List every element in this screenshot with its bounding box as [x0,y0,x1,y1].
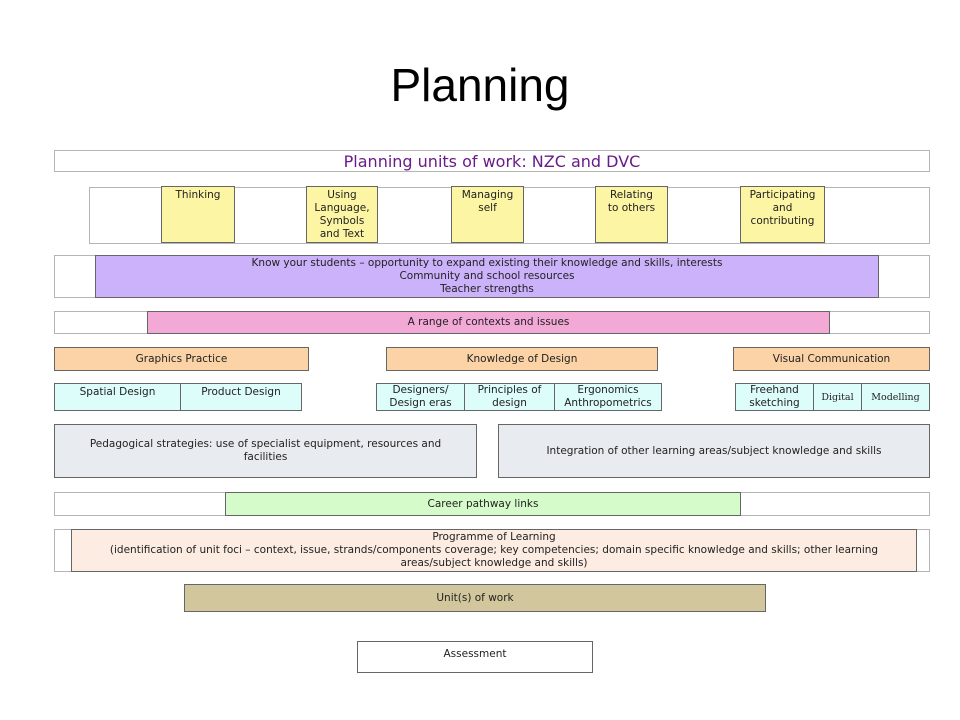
diagram-header: Planning units of work: NZC and DVC [343,151,641,171]
sub-ergonomics: Ergonomics Anthropometrics [554,383,662,411]
competency-managing-self: Managing self [451,186,524,243]
diagram-header-frame: Planning units of work: NZC and DVC [54,150,930,172]
strand-knowledge-of-design: Knowledge of Design [386,347,658,371]
sub-principles-of-design: Principles of design [464,383,555,411]
competency-participating: Participating and contributing [740,186,825,243]
integration-box: Integration of other learning areas/subj… [498,424,930,478]
contexts-box: A range of contexts and issues [147,311,830,334]
slide-title: Planning [390,59,570,111]
sub-product-design: Product Design [180,383,302,411]
sub-designers-eras: Designers/ Design eras [376,383,465,411]
competency-language: Using Language, Symbols and Text [306,186,378,243]
sub-digital: Digital [813,383,862,411]
programme-of-learning-box: Programme of Learning (identification of… [71,529,917,572]
units-of-work-box: Unit(s) of work [184,584,766,612]
sub-modelling: Modelling [861,383,930,411]
sub-freehand-sketching: Freehand sketching [735,383,814,411]
strand-visual-communication: Visual Communication [733,347,930,371]
sub-spatial-design: Spatial Design [54,383,181,411]
career-pathway-box: Career pathway links [225,492,741,516]
pedagogical-strategies-box: Pedagogical strategies: use of specialis… [54,424,477,478]
strand-graphics-practice: Graphics Practice [54,347,309,371]
competency-thinking: Thinking [161,186,235,243]
competency-relating: Relating to others [595,186,668,243]
know-students-box: Know your students – opportunity to expa… [95,255,879,298]
assessment-box: Assessment [357,641,593,673]
